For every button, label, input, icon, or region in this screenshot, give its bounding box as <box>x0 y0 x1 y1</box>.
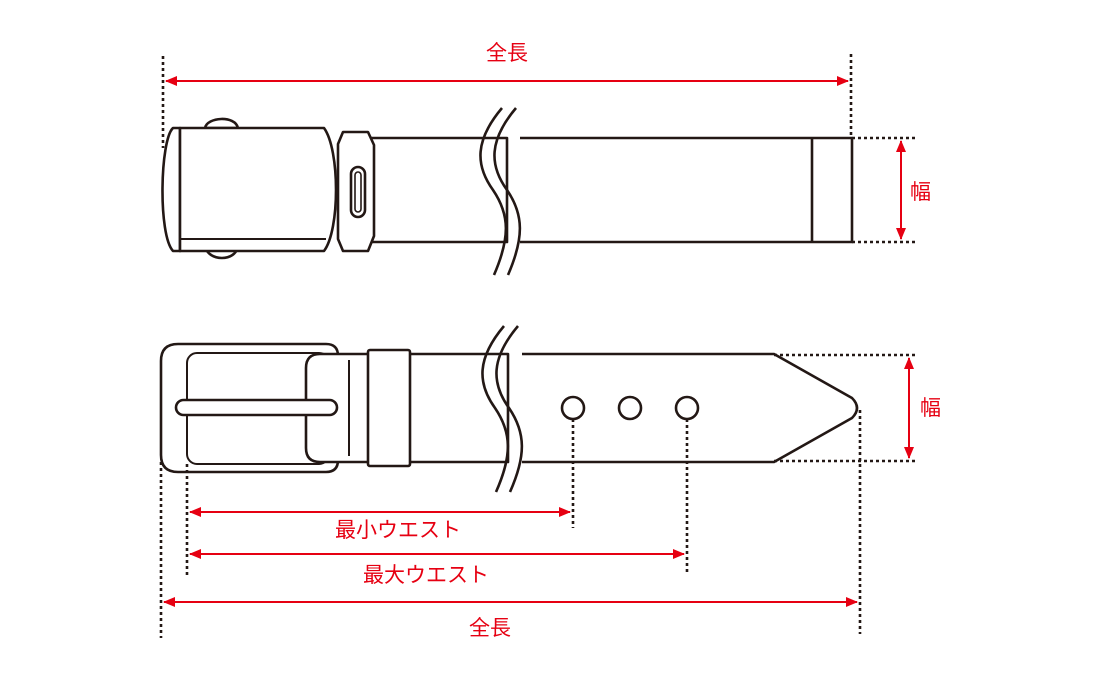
box-buckle-icon <box>161 117 338 260</box>
top-belt <box>161 107 854 276</box>
strap-break-icon <box>479 107 522 276</box>
bottom-total-length-label: 全長 <box>469 616 511 640</box>
strap-break-icon <box>481 325 524 493</box>
bottom-width-label: 幅 <box>920 396 941 420</box>
bottom-dimensions <box>163 357 914 607</box>
bottom-belt <box>159 325 859 493</box>
belt-hole-icon <box>674 395 700 421</box>
top-extension-lines <box>161 54 918 244</box>
top-width-label: 幅 <box>910 180 931 204</box>
belt-hole-icon <box>617 395 643 421</box>
min-waist-label: 最小ウエスト <box>335 518 461 542</box>
buckle-prong-icon <box>174 398 339 417</box>
belt-loop-icon <box>366 348 412 468</box>
max-waist-label: 最大ウエスト <box>363 563 489 587</box>
bottom-extension-lines <box>159 353 918 638</box>
belt-strap-icon <box>364 136 509 244</box>
top-total-length-label: 全長 <box>486 41 528 65</box>
top-dimensions <box>165 76 906 240</box>
belt-hole-icon <box>560 395 586 421</box>
